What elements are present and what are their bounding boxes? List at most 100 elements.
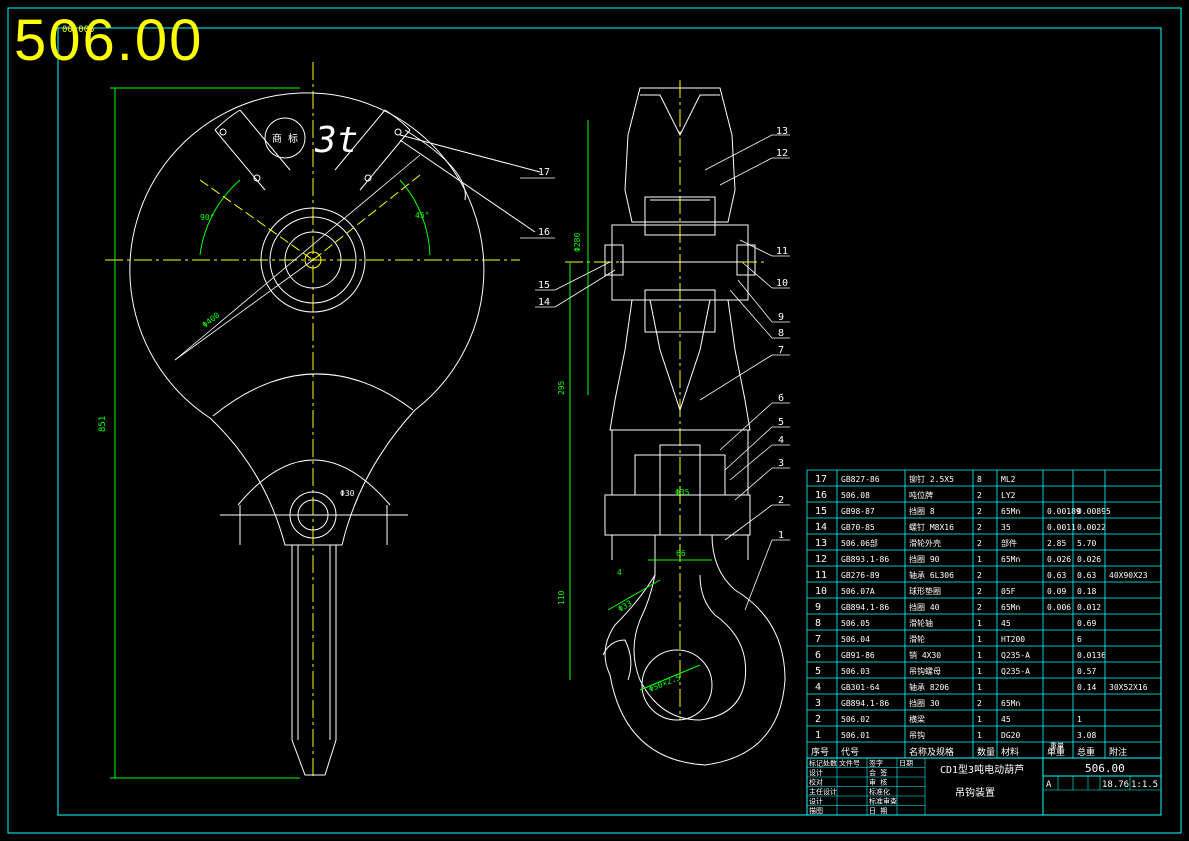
scale: 1:1.5 <box>1131 780 1158 790</box>
bom-header-cell: 序号 <box>811 746 829 758</box>
bom-cell-total: 0.63 <box>1077 571 1096 580</box>
front-angle-left: 90° <box>200 213 214 222</box>
front-view <box>105 62 541 780</box>
corner-code: 00.005 <box>62 25 95 35</box>
bom-cell-unit: 0.00189 <box>1047 507 1081 516</box>
bom-cell-no: 10 <box>815 586 827 597</box>
product-name: CD1型3吨电动葫芦 <box>940 763 1024 776</box>
bom-cell-qty: 2 <box>977 523 982 532</box>
callout-7: 7 <box>778 345 784 356</box>
drawing-number: 506.00 <box>1085 762 1125 775</box>
bom-header-cell: 代号 <box>841 747 859 758</box>
callout-8: 8 <box>778 328 784 339</box>
sign-cell: 设计 <box>809 797 823 806</box>
bom-cell-name: 铆钉 2.5X5 <box>909 474 954 484</box>
bom-cell-code: 506.04 <box>841 635 870 644</box>
callout-3: 3 <box>778 458 784 469</box>
bom-cell-code: GB894.1-86 <box>841 699 889 708</box>
callout-9: 9 <box>778 312 784 323</box>
bom-cell-code: GB276-89 <box>841 571 880 580</box>
bom-cell-total: 0.69 <box>1077 619 1096 628</box>
bom-cell-name: 吊钩螺母 <box>909 666 941 676</box>
bom-cell-mat: Q235-A <box>1001 651 1030 660</box>
callouts <box>520 134 790 611</box>
bom-cell-no: 14 <box>815 522 827 533</box>
bom-cell-no: 17 <box>815 474 827 485</box>
bom-cell-total: 5.70 <box>1077 539 1096 548</box>
sign-cell: 标记处数 <box>809 759 837 768</box>
bom-cell-name: 轴承 8206 <box>909 682 949 692</box>
bom-cell-code: GB70-85 <box>841 523 875 532</box>
bom-cell-qty: 1 <box>977 619 982 628</box>
sign-cell: 审 核 <box>869 778 887 787</box>
total-weight: 18.76 <box>1102 780 1129 790</box>
bom-cell-name: 滑轮轴 <box>909 618 933 628</box>
bom-cell-qty: 1 <box>977 651 982 660</box>
bom-cell-mat: 65Mn <box>1001 555 1020 564</box>
bom-cell-no: 11 <box>815 570 827 581</box>
bom-cell-mat: LY2 <box>1001 491 1016 500</box>
bom-cell-code: 506.02 <box>841 715 870 724</box>
bom-cell-name: 吨位牌 <box>909 490 933 500</box>
bom-cell-qty: 2 <box>977 587 982 596</box>
bom-cell-no: 16 <box>815 490 827 501</box>
bom-header: 序号代号名称及规格数量材料单重总重附注重量 <box>811 742 1127 758</box>
bom-cell-name: 螺钉 M8X16 <box>909 522 954 532</box>
side-dim-throat: Φ33 <box>617 599 634 614</box>
bom-cell-total: 6 <box>1077 635 1082 644</box>
bom-cell-code: 506.03 <box>841 667 870 676</box>
bom-cell-total: 1 <box>1077 715 1082 724</box>
bom-cell-qty: 1 <box>977 555 982 564</box>
bom-cell-unit: 0.026 <box>1047 555 1071 564</box>
bom-cell-no: 3 <box>815 698 821 709</box>
bom-cell-no: 12 <box>815 554 827 565</box>
callout-10: 10 <box>776 278 788 289</box>
title-block: 标记处数文件号签字日期设计会 签校对审 核主任设计标准化设计标准审查描图日 期C… <box>806 757 1162 816</box>
sign-cell: 日 期 <box>869 807 887 815</box>
bom-cell-name: 挡圈 40 <box>909 602 940 612</box>
bom-cell-no: 5 <box>815 666 821 677</box>
bom-header-cell: 总重 <box>1077 746 1095 758</box>
bom-cell-name: 滑轮外壳 <box>909 538 941 548</box>
sign-cell: 标准化 <box>869 787 890 796</box>
bom-cell-unit: 0.0011 <box>1047 523 1076 532</box>
bom-cell-name: 球形垫圈 <box>909 586 941 596</box>
bom-cell-name: 挡圈 30 <box>909 698 940 708</box>
bom-cell-total: 0.0136 <box>1077 651 1106 660</box>
bom-cell-qty: 8 <box>977 475 982 484</box>
bom-cell-qty: 1 <box>977 635 982 644</box>
bom-cell-qty: 2 <box>977 699 982 708</box>
sign-cell: 主任设计 <box>809 787 837 796</box>
callout-1: 1 <box>778 530 784 541</box>
bom-cell-mat: 部件 <box>1001 538 1017 548</box>
bom-cell-unit: 0.63 <box>1047 571 1066 580</box>
stage-mark: A <box>1046 780 1052 790</box>
side-dim-top: Φ280 <box>573 233 582 252</box>
bom-cell-no: 13 <box>815 538 827 549</box>
bom-cell-qty: 2 <box>977 507 982 516</box>
bom-cell-qty: 2 <box>977 491 982 500</box>
bom-cell-mat: 45 <box>1001 619 1011 628</box>
bom-cell-qty: 1 <box>977 683 982 692</box>
callout-16: 16 <box>538 227 550 238</box>
bom-cell-note: 40X90X23 <box>1109 571 1148 580</box>
bom-cell-no: 15 <box>815 506 827 517</box>
outer-frame <box>7 7 1182 834</box>
callout-12: 12 <box>776 148 788 159</box>
bom-cell-mat: 65Mn <box>1001 603 1020 612</box>
bom-cell-mat: Q235-A <box>1001 667 1030 676</box>
bom-cell-total: 0.026 <box>1077 555 1101 564</box>
bom-cell-code: GB301-64 <box>841 683 880 692</box>
bom-cell-no: 2 <box>815 714 821 725</box>
